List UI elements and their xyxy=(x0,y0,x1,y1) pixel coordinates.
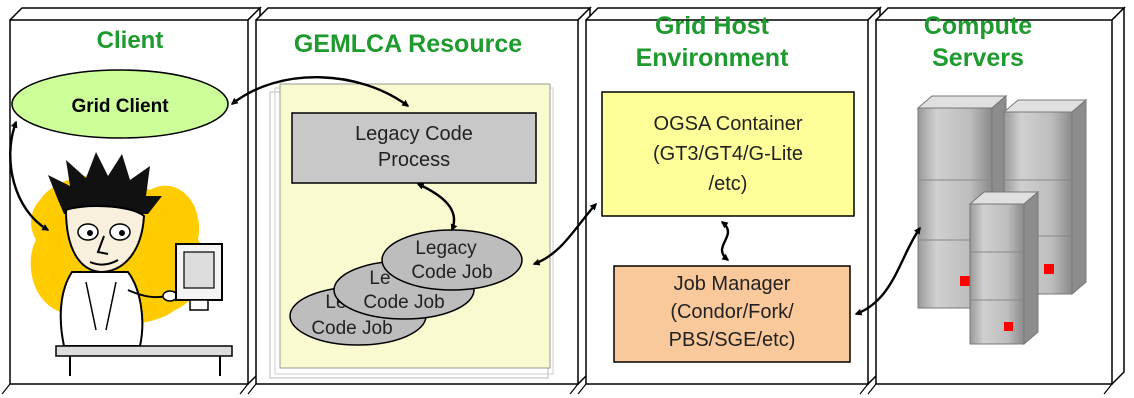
ogsa-line3: /etc) xyxy=(709,173,748,195)
job-ogsa-arrow xyxy=(532,202,597,266)
jobmanager-servers-arrow xyxy=(854,226,921,316)
client-resource-arrow xyxy=(230,76,410,107)
legacy-job-front-line1: Legacy xyxy=(415,238,477,259)
ogsa-line2: (GT3/GT4/G-Lite xyxy=(653,143,803,165)
grid-client-label: Grid Client xyxy=(71,96,169,117)
process-job-arrow xyxy=(416,182,458,232)
legacy-process-line2: Process xyxy=(378,149,450,171)
resource-title: GEMLCA Resource xyxy=(294,30,522,58)
host-title-line1: Grid Host xyxy=(655,12,770,40)
legacy-job-front: Legacy Code Job xyxy=(381,229,523,291)
ogsa-container-box: OGSA Container (GT3/GT4/G-Lite /etc) xyxy=(601,91,855,217)
compute-title-line1: Compute xyxy=(924,12,1032,40)
legacy-job-front-line2: Code Job xyxy=(411,262,492,283)
resource-panel xyxy=(247,6,592,395)
legacy-job-middle-line2: Code Job xyxy=(363,292,444,313)
compute-title-line2: Servers xyxy=(932,44,1024,72)
job-manager-line2: (Condor/Fork/ xyxy=(670,301,794,323)
client-user-arrow xyxy=(9,120,50,232)
host-title-line2: Environment xyxy=(636,44,789,72)
job-manager-line3: PBS/SGE/etc) xyxy=(669,329,796,351)
ogsa-jobmanager-arrow xyxy=(720,221,730,261)
client-title: Client xyxy=(97,27,164,54)
legacy-job-middle-line1: Le xyxy=(369,268,390,289)
server-tower-icon xyxy=(968,190,1040,346)
ogsa-line1: OGSA Container xyxy=(654,113,803,135)
job-manager-line1: Job Manager xyxy=(674,273,791,295)
grid-client-ellipse: Grid Client xyxy=(11,69,229,139)
legacy-process-line1: Legacy Code xyxy=(355,123,473,145)
legacy-process-box: Legacy Code Process xyxy=(291,112,537,184)
legacy-job-back-line2: Code Job xyxy=(311,318,392,339)
cartoon-user-at-computer-icon xyxy=(30,152,233,376)
job-manager-box: Job Manager (Condor/Fork/ PBS/SGE/etc) xyxy=(613,265,851,363)
